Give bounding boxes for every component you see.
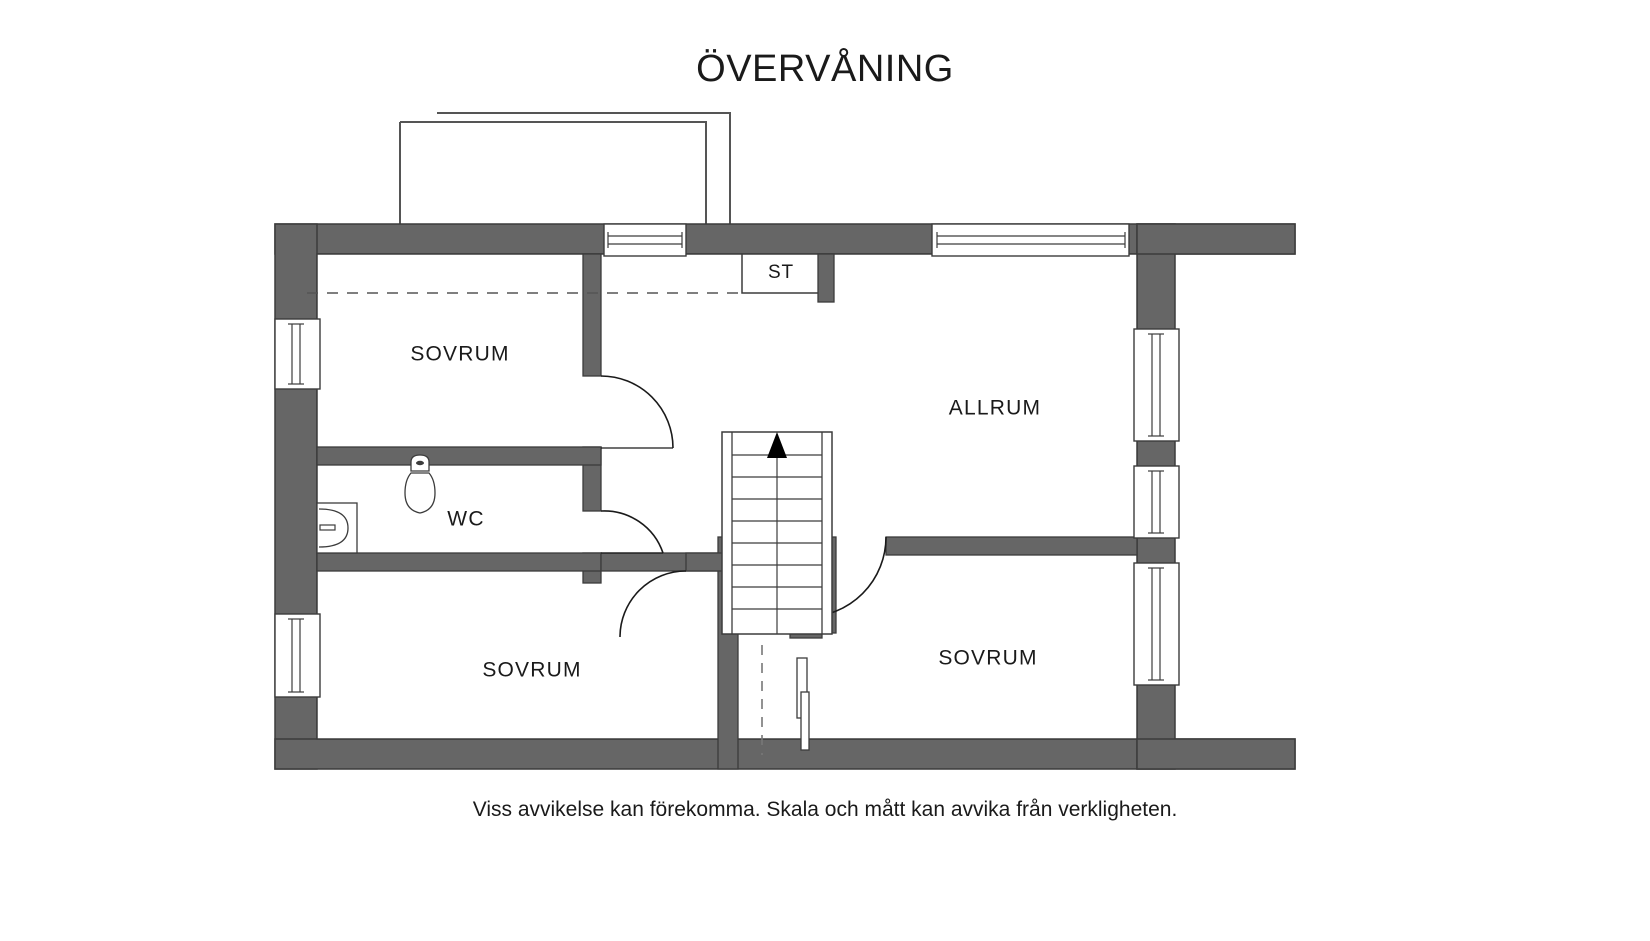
room-label-allrum: ALLRUM [949,397,1041,420]
window-left-upper [274,318,321,390]
disclaimer-text: Viss avvikelse kan förekomma. Skala och … [472,798,1178,821]
toilet-fixture [404,454,436,514]
window-top-left [603,223,687,257]
staircase [721,431,833,635]
right-wall-extensions [1136,223,1296,770]
window-left-lower [274,613,321,698]
window-top-right [931,223,1130,257]
room-label-sovrum-bottom-left: SOVRUM [482,659,581,682]
shaft-below-stairs [761,645,810,755]
window-right-lower [1133,562,1180,686]
stair-up-arrow [767,432,787,458]
door-sovrum-bottom-left [619,570,687,638]
washbasin-fixture [316,502,358,554]
room-label-sovrum-bottom-right: SOVRUM [938,647,1037,670]
roof-overhang-outline [399,112,731,228]
room-label-storage: ST [768,262,794,283]
window-right-middle [1133,465,1180,539]
room-label-wc: WC [447,508,484,531]
page-title: ÖVERVÅNING [696,48,954,90]
door-sovrum-top-left [600,375,674,449]
door-wc [600,510,664,554]
window-right-upper [1133,328,1180,442]
room-label-sovrum-top-left: SOVRUM [410,343,509,366]
